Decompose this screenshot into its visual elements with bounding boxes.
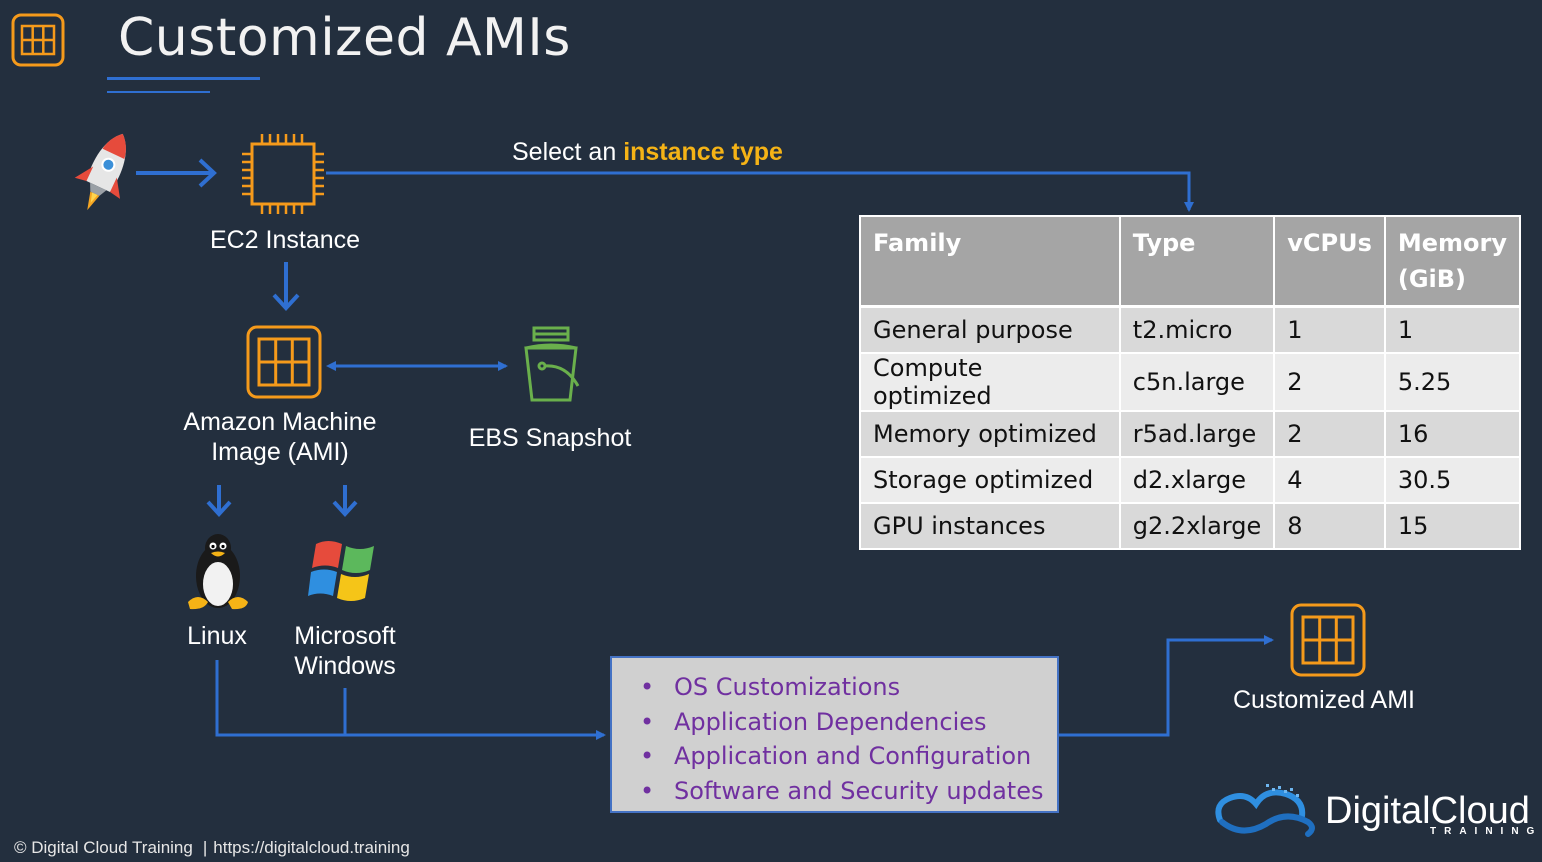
table-row: Storage optimized d2.xlarge 4 30.5: [860, 457, 1520, 504]
cloud-logo-icon: [1215, 784, 1315, 837]
column-header: vCPUs: [1274, 216, 1386, 308]
table-cell: 8: [1274, 503, 1386, 550]
ami-label-line2: Image (AMI): [211, 438, 349, 466]
table-row: GPU instances g2.2xlarge 8 15: [860, 503, 1520, 550]
table-row: Memory optimized r5ad.large 2 16: [860, 411, 1520, 458]
ami-icon: [1290, 603, 1366, 677]
select-instance-text: Select an instance type: [512, 138, 783, 167]
table-cell: Compute optimized: [860, 353, 1121, 412]
list-item: Application Dependencies: [640, 705, 1057, 740]
table-cell: Memory optimized: [860, 411, 1121, 458]
ami-label-line1: Amazon Machine: [183, 408, 377, 436]
penguin-icon: [188, 534, 248, 610]
column-header: Type: [1119, 216, 1276, 308]
ami-icon: [11, 13, 65, 67]
linux-label: Linux: [187, 622, 247, 650]
arrow-ami-to-windows: [332, 485, 358, 517]
table-cell: GPU instances: [860, 503, 1121, 550]
ebs-label: EBS Snapshot: [468, 424, 632, 452]
windows-label-line2: Windows: [294, 652, 396, 680]
chip-icon: [242, 134, 324, 214]
customized-ami-label: Customized AMI: [1232, 686, 1415, 714]
select-instance-highlight: instance type: [623, 138, 783, 166]
brand-subtitle: TRAINING: [1430, 826, 1542, 837]
title-underline: [107, 77, 260, 80]
table-row: General purpose t2.micro 1 1: [860, 306, 1520, 354]
select-instance-prefix: Select an: [512, 138, 624, 166]
brand-name: DigitalCloud: [1325, 790, 1530, 832]
table-cell: c5n.large: [1119, 353, 1276, 412]
table-cell: 15: [1384, 503, 1520, 550]
table-cell: 2: [1274, 411, 1386, 458]
arrow-rocket-to-ec2: [136, 158, 217, 188]
instance-type-table: Family Type vCPUs Memory (GiB) General p…: [859, 215, 1521, 550]
arrow-ec2-to-table: [326, 171, 1194, 212]
customizations-box: OS Customizations Application Dependenci…: [610, 656, 1059, 813]
table-cell: Storage optimized: [860, 457, 1121, 504]
table-cell: t2.micro: [1119, 306, 1276, 354]
table-header-row: Family Type vCPUs Memory (GiB): [860, 216, 1520, 308]
list-item: Software and Security updates: [640, 774, 1057, 809]
table-cell: 2: [1274, 353, 1386, 412]
table-row: Compute optimized c5n.large 2 5.25: [860, 353, 1520, 412]
footer-separator: |: [202, 838, 208, 857]
table-cell: 5.25: [1384, 353, 1520, 412]
table-cell: r5ad.large: [1119, 411, 1276, 458]
footer-url: https://digitalcloud.training: [213, 838, 410, 857]
rocket-icon: [74, 133, 126, 211]
page-title: Customized AMIs: [118, 8, 571, 68]
table-cell: 4: [1274, 457, 1386, 504]
footer: © Digital Cloud Training | https://digital…: [14, 838, 410, 858]
windows-label-line1: Microsoft: [294, 622, 396, 650]
connector-os-to-customizations: [215, 660, 606, 740]
arrow-ec2-to-ami: [272, 262, 300, 311]
ami-icon: [246, 325, 322, 399]
table-cell: 16: [1384, 411, 1520, 458]
table-cell: d2.xlarge: [1119, 457, 1276, 504]
table-cell: 30.5: [1384, 457, 1520, 504]
bucket-icon: [524, 326, 580, 402]
customizations-list: OS Customizations Application Dependenci…: [612, 670, 1057, 809]
ec2-label: EC2 Instance: [209, 226, 361, 254]
arrow-customizations-to-ami: [1059, 635, 1274, 737]
list-item: Application and Configuration: [640, 739, 1057, 774]
footer-copyright: © Digital Cloud Training: [14, 838, 193, 857]
list-item: OS Customizations: [640, 670, 1057, 705]
column-header: Family: [860, 216, 1121, 308]
table-cell: 1: [1274, 306, 1386, 354]
title-underline-secondary: [107, 91, 210, 93]
windows-logo-icon: [308, 541, 374, 601]
table-cell: g2.2xlarge: [1119, 503, 1276, 550]
table-cell: General purpose: [860, 306, 1121, 354]
column-header: Memory (GiB): [1384, 216, 1520, 308]
arrow-ami-to-linux: [206, 485, 232, 517]
table-cell: 1: [1384, 306, 1520, 354]
